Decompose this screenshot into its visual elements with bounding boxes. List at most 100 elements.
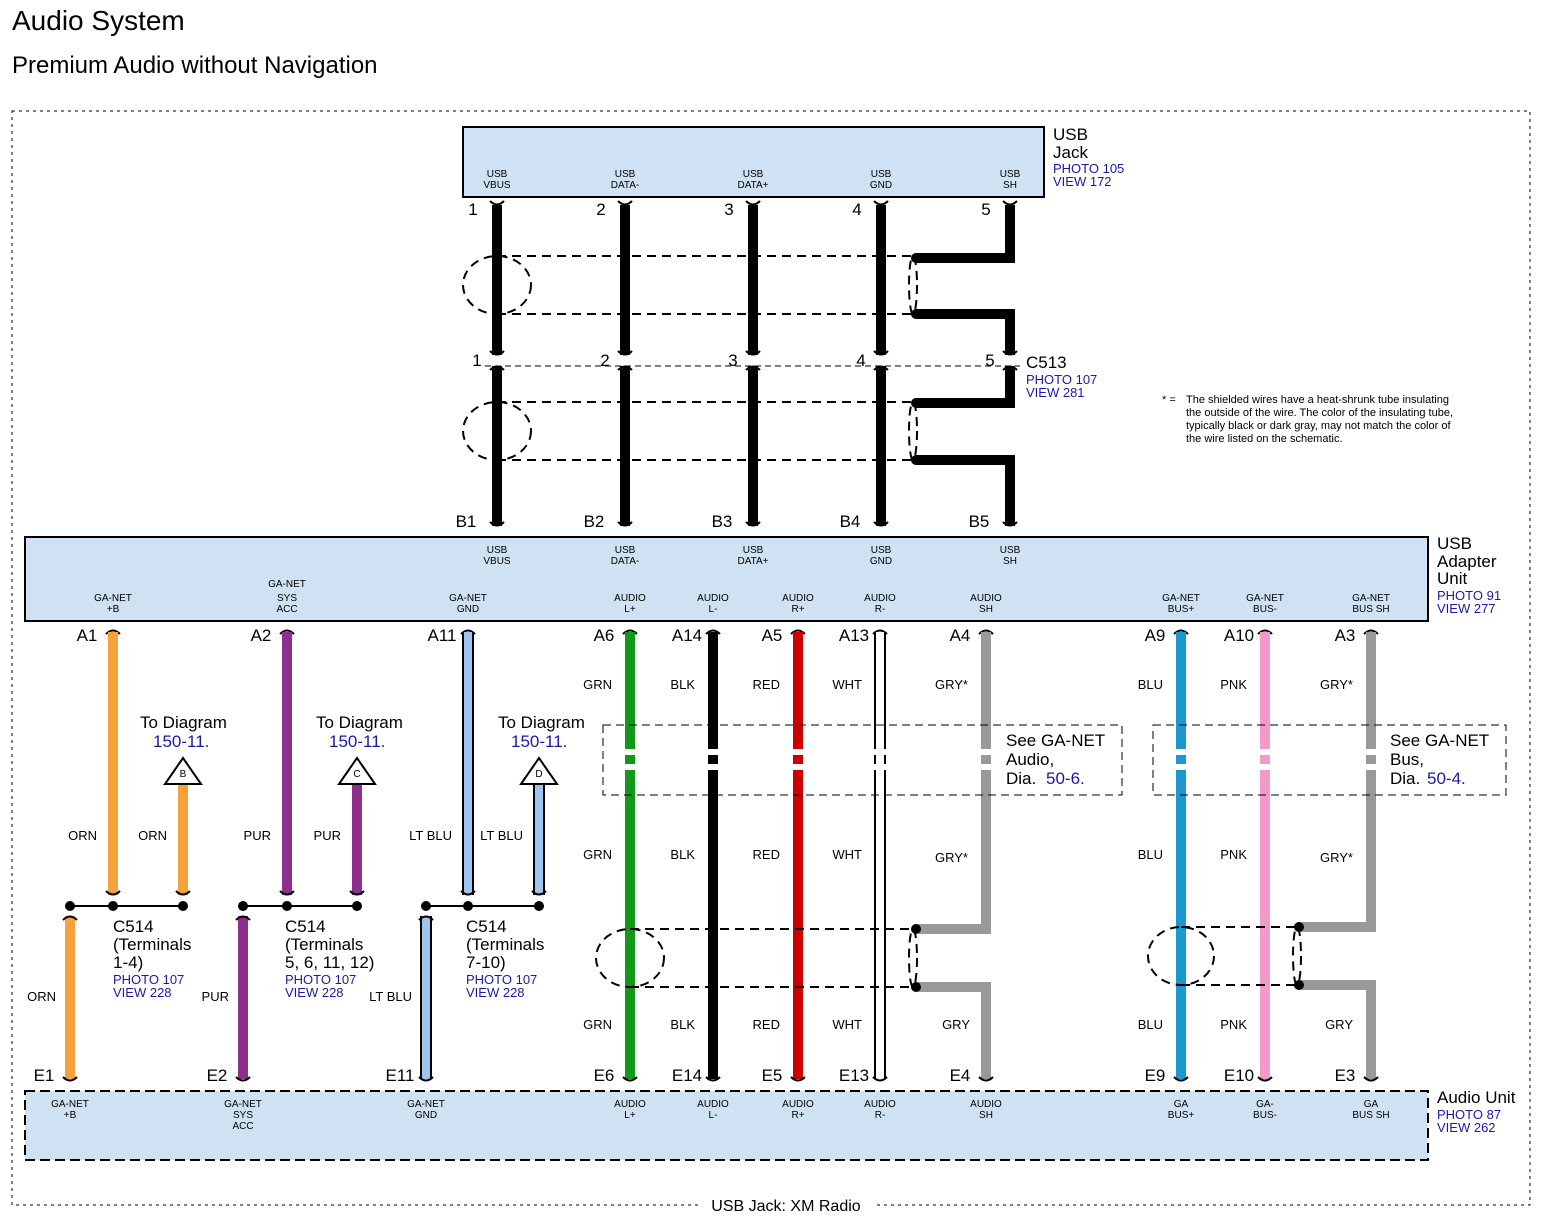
wire-break [979, 764, 993, 770]
audio-shield-lines [630, 928, 913, 988]
c514-name: C514 [113, 917, 154, 936]
adapter-top-pin-label: USB [615, 545, 636, 556]
audio-unit-pin-label: +B [64, 1110, 77, 1121]
audio-unit-pin-number: E9 [1145, 1066, 1166, 1085]
pin-cap [105, 629, 121, 635]
usb-adapter-view-link[interactable]: VIEW 277 [1437, 601, 1496, 616]
wire-color-label: BLK [670, 847, 695, 862]
c514-terminals: 1-4) [113, 953, 143, 972]
usb-jack-photo-link[interactable]: PHOTO 105 [1053, 161, 1124, 176]
pin-cap [1257, 629, 1273, 635]
wire-color-label: BLK [670, 677, 695, 692]
jack-pin-number: 5 [981, 200, 990, 219]
diagram-flag-letter: D [535, 769, 542, 780]
audio-unit-pin-label: AUDIO [697, 1099, 729, 1110]
audio-shield-wire-top [918, 632, 991, 934]
shield-splice-dot [911, 253, 921, 263]
adapter-bottom-pin-label: GA-NET [449, 593, 487, 604]
splice-dot [282, 901, 292, 911]
c513-view-link[interactable]: VIEW 281 [1026, 385, 1085, 400]
adapter-bottom-pin-label: BUS+ [1168, 604, 1195, 615]
wire-break [623, 749, 637, 755]
jack-pin-label: USB [487, 169, 508, 180]
wire-color-label: BLK [670, 1017, 695, 1032]
adapter-top-pin-number: B1 [456, 512, 477, 531]
usb-adapter-box [24, 536, 1429, 622]
wire-break [873, 764, 887, 770]
c513-photo-link[interactable]: PHOTO 107 [1026, 372, 1097, 387]
diagram-flag-letter: B [180, 769, 187, 780]
note-star: * = [1162, 394, 1176, 406]
to-diagram-label: To Diagram [140, 713, 227, 732]
adapter-bottom-pin-number: A11 [428, 626, 457, 645]
bus-shield-left-cap [1147, 926, 1215, 986]
pin-cap [790, 629, 806, 635]
c513-pin-number: 3 [728, 351, 737, 370]
audio-unit-photo-link[interactable]: PHOTO 87 [1437, 1107, 1501, 1122]
adapter-top-pin-number: B5 [969, 512, 990, 531]
diagram-flag-icon [163, 756, 203, 785]
adapter-bottom-pin-label: GND [457, 604, 479, 615]
wire-color-label: BLU [1138, 1017, 1163, 1032]
audio-unit-pin-label: BUS- [1253, 1110, 1277, 1121]
audio-unit-view-link[interactable]: VIEW 262 [1437, 1120, 1496, 1135]
bus-shield-right-cap [1292, 926, 1302, 986]
jack-pin-label: USB [1000, 169, 1021, 180]
usb-jack-view-link[interactable]: VIEW 172 [1053, 174, 1112, 189]
see-ga-net-audio: See GA-NET Audio, Dia. 50-6. [602, 724, 1123, 796]
pin-cap [1363, 629, 1379, 635]
adapter-top-pin-label: USB [871, 545, 892, 556]
shield-upper-right-cap [908, 255, 918, 315]
audio-unit-pin-label: AUDIO [970, 1099, 1002, 1110]
pin-cap [62, 915, 78, 921]
wire-color-label: GRN [583, 677, 612, 692]
audio-unit-pin-label: SYS [233, 1110, 253, 1121]
audio-unit-pin-number: E6 [594, 1066, 615, 1085]
to-diagram-label: To Diagram [316, 713, 403, 732]
audio-unit-pin-number: E11 [386, 1066, 415, 1085]
usb-jack-name-2: Jack [1053, 143, 1088, 162]
audio-unit-pin-label: R+ [791, 1110, 804, 1121]
wire-color-label: LT BLU [409, 828, 452, 843]
pin-cap [489, 521, 505, 527]
jack-pin-label: USB [871, 169, 892, 180]
c514-name: C514 [466, 917, 507, 936]
audio-unit-pin-label: GA-NET [407, 1099, 445, 1110]
audio-unit-pin-label: AUDIO [614, 1099, 646, 1110]
audio-unit-pin-label: L- [709, 1110, 718, 1121]
pin-cap [531, 890, 547, 896]
pin-cap [790, 1076, 806, 1082]
wire-color-label: PNK [1220, 1017, 1247, 1032]
c514-terminals: (Terminals [285, 935, 363, 954]
adapter-bottom-pin-label: AUDIO [970, 593, 1002, 604]
adapter-bottom-pin-label: BUS SH [1352, 604, 1389, 615]
to-diagram-link: 150-11. [511, 732, 567, 751]
see-audio-link[interactable]: 50-6. [1046, 769, 1085, 788]
adapter-bottom-pin-label: GA-NET [268, 579, 306, 590]
wire-break [706, 749, 720, 755]
audio-shield-wire-bottom [918, 982, 991, 1079]
pin-cap [1257, 1076, 1273, 1082]
wire-break [1174, 764, 1188, 770]
jack-pin-number: 4 [852, 200, 861, 219]
usb-adapter-unit: USB Adapter Unit PHOTO 91 VIEW 277 B1USB… [24, 512, 1501, 645]
wire-break [1258, 764, 1272, 770]
wire-break [1364, 749, 1378, 755]
adapter-top-pin-label: USB [743, 545, 764, 556]
adapter-bottom-pin-label: GA-NET [1246, 593, 1284, 604]
footer-mask [698, 1195, 874, 1215]
wire-color-label: GRN [583, 1017, 612, 1032]
adapter-bottom-pin-number: A6 [594, 626, 615, 645]
wire-color-label: GRY* [1320, 850, 1353, 865]
wire-break [979, 749, 993, 755]
note-line: The shielded wires have a heat-shrunk tu… [1186, 394, 1449, 406]
adapter-bottom-pin-label: GA-NET [94, 593, 132, 604]
adapter-bottom-pin-number: A5 [762, 626, 783, 645]
usb-adapter-photo-link[interactable]: PHOTO 91 [1437, 588, 1501, 603]
pin-cap [349, 890, 365, 896]
see-bus-link[interactable]: 50-4. [1427, 769, 1466, 788]
pin-cap [1002, 200, 1018, 206]
wire-break [623, 764, 637, 770]
pin-cap [279, 890, 295, 896]
